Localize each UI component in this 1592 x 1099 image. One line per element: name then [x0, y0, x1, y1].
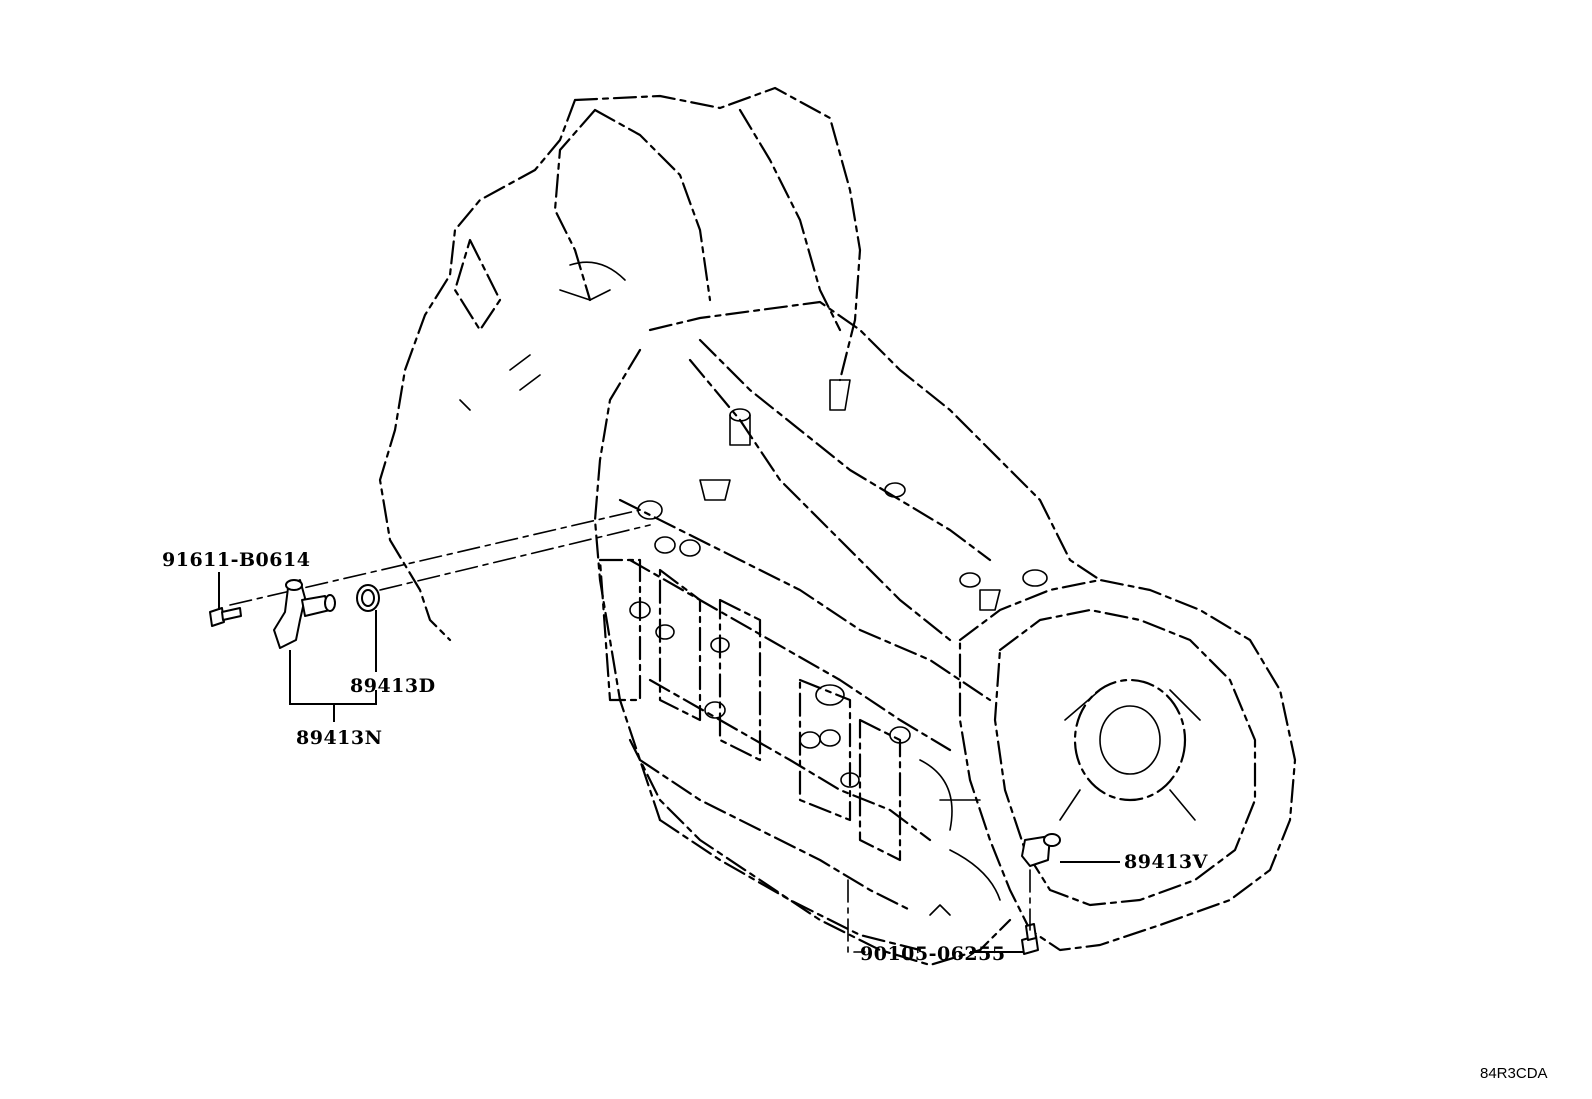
part-labels: 91611-B0614 89413D 89413N 89413V 90105-0…	[162, 549, 1209, 965]
label-91611-B0614[interactable]: 91611-B0614	[162, 549, 310, 571]
speed-sensor-89413N[interactable]	[273, 579, 336, 649]
o-ring-89413D[interactable]	[356, 584, 380, 612]
label-89413V[interactable]: 89413V	[1124, 851, 1209, 873]
figure-code: 84R3CDA	[1480, 1065, 1548, 1082]
bolt-91611-B0614[interactable]	[209, 607, 242, 627]
label-89413D[interactable]: 89413D	[350, 675, 436, 697]
leader-lines	[218, 572, 1120, 953]
output-sensor-89413V[interactable]	[1021, 833, 1061, 867]
bolt-90105-06255[interactable]	[1021, 923, 1039, 955]
transmission-assembly	[229, 86, 1297, 967]
label-90105-06255[interactable]: 90105-06255	[860, 943, 1006, 965]
label-89413N[interactable]: 89413N	[296, 727, 382, 749]
